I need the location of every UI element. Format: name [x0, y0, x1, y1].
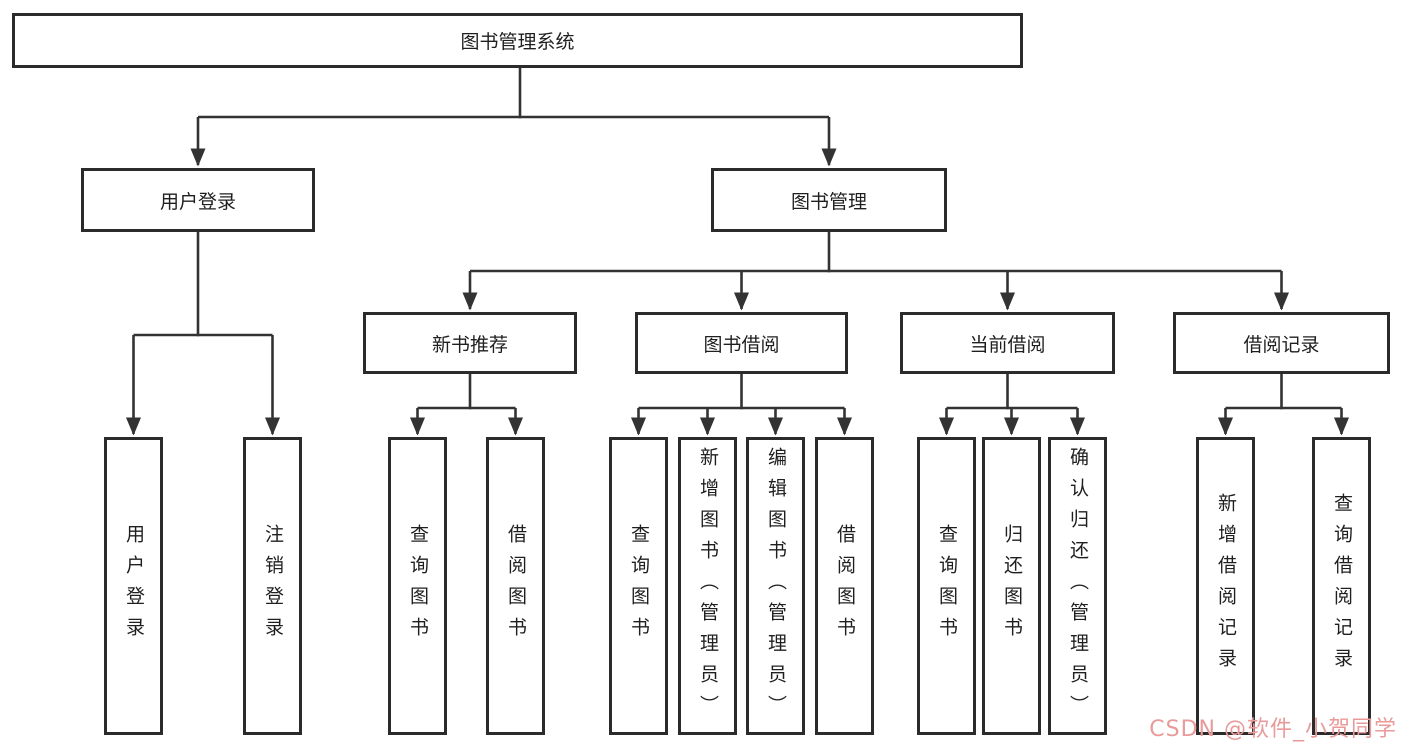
leaf-query-books-current: 查询图书: [917, 437, 976, 735]
leaf-confirm-return-admin: 确认归还（管理员）: [1048, 437, 1107, 735]
group-new-book-recommend: 新书推荐: [363, 312, 577, 374]
leaf-user-login: 用户登录: [104, 437, 163, 735]
branch-user-login: 用户登录: [81, 168, 315, 232]
group-book-borrow: 图书借阅: [635, 312, 848, 374]
branch-book-management-label: 图书管理: [790, 190, 867, 213]
leaf-query-books-recommend-label: 查询图书: [407, 524, 429, 648]
leaf-add-borrow-record: 新增借阅记录: [1196, 437, 1255, 735]
leaf-borrow-books: 借阅图书: [815, 437, 874, 735]
root-node-label: 图书管理系统: [460, 31, 575, 53]
leaf-add-borrow-record-label: 新增借阅记录: [1215, 493, 1237, 679]
leaf-edit-books-admin-label: 编辑图书（管理员）: [765, 446, 787, 726]
leaf-add-books-admin: 新增图书（管理员）: [678, 437, 737, 735]
root-node-library-system: 图书管理系统: [12, 13, 1023, 68]
leaf-query-books-current-label: 查询图书: [936, 524, 958, 648]
leaf-borrow-books-recommend: 借阅图书: [486, 437, 545, 735]
branch-user-login-label: 用户登录: [159, 190, 236, 213]
group-borrow-records: 借阅记录: [1173, 312, 1390, 374]
leaf-query-books-borrow-label: 查询图书: [628, 524, 650, 648]
leaf-edit-books-admin: 编辑图书（管理员）: [746, 437, 805, 735]
leaf-query-books-borrow: 查询图书: [609, 437, 668, 735]
leaf-borrow-books-label: 借阅图书: [834, 524, 856, 648]
leaf-confirm-return-admin-label: 确认归还（管理员）: [1067, 446, 1089, 726]
leaf-return-books: 归还图书: [982, 437, 1041, 735]
leaf-borrow-books-recommend-label: 借阅图书: [505, 524, 527, 648]
leaf-return-books-label: 归还图书: [1001, 524, 1023, 648]
group-book-borrow-label: 图书借阅: [703, 333, 780, 356]
group-new-book-recommend-label: 新书推荐: [431, 333, 508, 356]
leaf-query-borrow-record: 查询借阅记录: [1312, 437, 1371, 735]
group-current-borrow-label: 当前借阅: [969, 333, 1046, 356]
leaf-logout-login: 注销登录: [243, 437, 302, 735]
leaf-query-books-recommend: 查询图书: [388, 437, 447, 735]
leaf-query-borrow-record-label: 查询借阅记录: [1331, 493, 1353, 679]
branch-book-management: 图书管理: [711, 168, 947, 232]
group-current-borrow: 当前借阅: [900, 312, 1115, 374]
leaf-user-login-label: 用户登录: [123, 524, 145, 648]
csdn-watermark: CSDN @软件_小贺同学: [1149, 717, 1397, 742]
group-borrow-records-label: 借阅记录: [1243, 333, 1320, 356]
leaf-add-books-admin-label: 新增图书（管理员）: [697, 446, 719, 726]
leaf-logout-login-label: 注销登录: [262, 524, 284, 648]
